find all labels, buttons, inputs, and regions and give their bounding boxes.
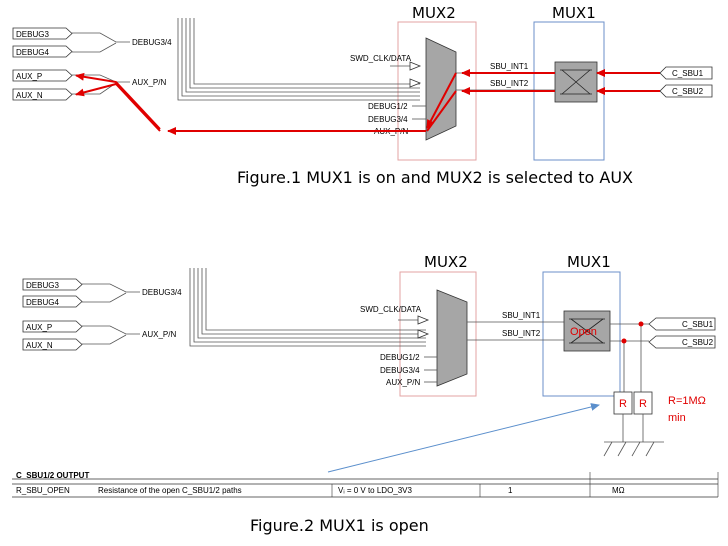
signal-path-red [75, 69, 660, 135]
c-sbu1-connector: C_SBU1 [659, 66, 713, 80]
resistor-min-label: min [668, 412, 686, 424]
mux2-title-2: MUX2 [424, 253, 468, 271]
resistor-pair: R R [613, 391, 653, 415]
sbu-int1-label-2: SBU_INT1 [502, 311, 541, 320]
table-cond: Vᵢ = 0 V to LDO_3V3 [338, 486, 413, 495]
mux1-region-box-2 [542, 271, 621, 397]
debug4-connector-2: DEBUG4 [22, 295, 83, 308]
debug3-connector-2: DEBUG3 [22, 278, 83, 291]
resistor-value-label: R=1MΩ [668, 395, 706, 407]
c-sbu1-label: C_SBU1 [672, 69, 704, 78]
figure-1-caption: Figure.1 MUX1 is on and MUX2 is selected… [237, 168, 633, 187]
c-sbu2-label-2: C_SBU2 [682, 338, 714, 347]
c-sbu2-connector: C_SBU2 [659, 84, 713, 98]
table-unit: MΩ [612, 486, 625, 495]
aux-pn-bus-label: AUX_P/N [132, 78, 166, 87]
c-sbu1-label-2: C_SBU1 [682, 320, 714, 329]
aux-p-label: AUX_P [16, 72, 42, 81]
debug3-label-2: DEBUG3 [26, 281, 59, 290]
mux1-title: MUX1 [552, 4, 596, 22]
mux1-title-2: MUX1 [567, 253, 611, 271]
spec-table: C_SBU1/2 OUTPUT R_SBU_OPEN Resistance of… [12, 471, 719, 498]
mux2-title: MUX2 [412, 4, 456, 22]
resistor-1-label: R [619, 398, 627, 410]
table-param: R_SBU_OPEN [16, 486, 70, 495]
debug4-label-2: DEBUG4 [26, 298, 59, 307]
resistor-2-label: R [639, 398, 647, 410]
debug12-input-label-2: DEBUG1/2 [380, 353, 420, 362]
c-sbu1-connector-2: C_SBU1 [648, 317, 716, 331]
debug34-bus-label: DEBUG3/4 [132, 38, 172, 47]
aux-pn-bus-label-2: AUX_P/N [142, 330, 176, 339]
sbu-int2-label-2: SBU_INT2 [502, 329, 541, 338]
figure-1: MUX2 MUX1 DEBUG3 DEBUG4 AUX_P AUX_N DEBU… [12, 4, 713, 187]
aux-p-connector-2: AUX_P [22, 320, 83, 333]
table-title: C_SBU1/2 OUTPUT [16, 471, 89, 480]
sbu-int1-label: SBU_INT1 [490, 62, 529, 71]
swd-label-2: SWD_CLK/DATA [360, 305, 422, 314]
debug34-bus-label-2: DEBUG3/4 [142, 288, 182, 297]
figure-2-caption: Figure.2 MUX1 is open [250, 516, 429, 535]
debug4-label: DEBUG4 [16, 48, 49, 57]
debug3-connector: DEBUG3 [12, 27, 73, 40]
debug34-input-label-2: DEBUG3/4 [380, 366, 420, 375]
open-label: Open [570, 326, 597, 338]
aux-n-label-2: AUX_N [26, 341, 53, 350]
debug34-input-label: DEBUG3/4 [368, 115, 408, 124]
aux-p-connector: AUX_P [12, 69, 73, 82]
aux-p-label-2: AUX_P [26, 323, 52, 332]
c-sbu2-connector-2: C_SBU2 [648, 335, 716, 349]
sbu-int2-label: SBU_INT2 [490, 79, 529, 88]
aux-n-connector: AUX_N [12, 88, 73, 101]
debug4-connector: DEBUG4 [12, 45, 73, 58]
table-desc: Resistance of the open C_SBU1/2 paths [98, 486, 242, 495]
debug3-label: DEBUG3 [16, 30, 49, 39]
swd-label: SWD_CLK/DATA [350, 54, 412, 63]
mux1-switch-block-2: Open [563, 310, 611, 352]
debug12-input-label: DEBUG1/2 [368, 102, 408, 111]
figure-2: MUX2 MUX1 DEBUG3 DEBUG4 AUX_P AUX_N DEBU… [12, 253, 719, 535]
mux2-block-2 [436, 289, 468, 387]
callout-arrow [327, 403, 600, 473]
aux-n-label: AUX_N [16, 91, 43, 100]
mux1-switch-block [554, 61, 598, 103]
c-sbu2-label: C_SBU2 [672, 87, 704, 96]
table-value: 1 [508, 486, 513, 495]
aux-n-connector-2: AUX_N [22, 338, 83, 351]
auxpn-input-label-2: AUX_P/N [386, 378, 420, 387]
